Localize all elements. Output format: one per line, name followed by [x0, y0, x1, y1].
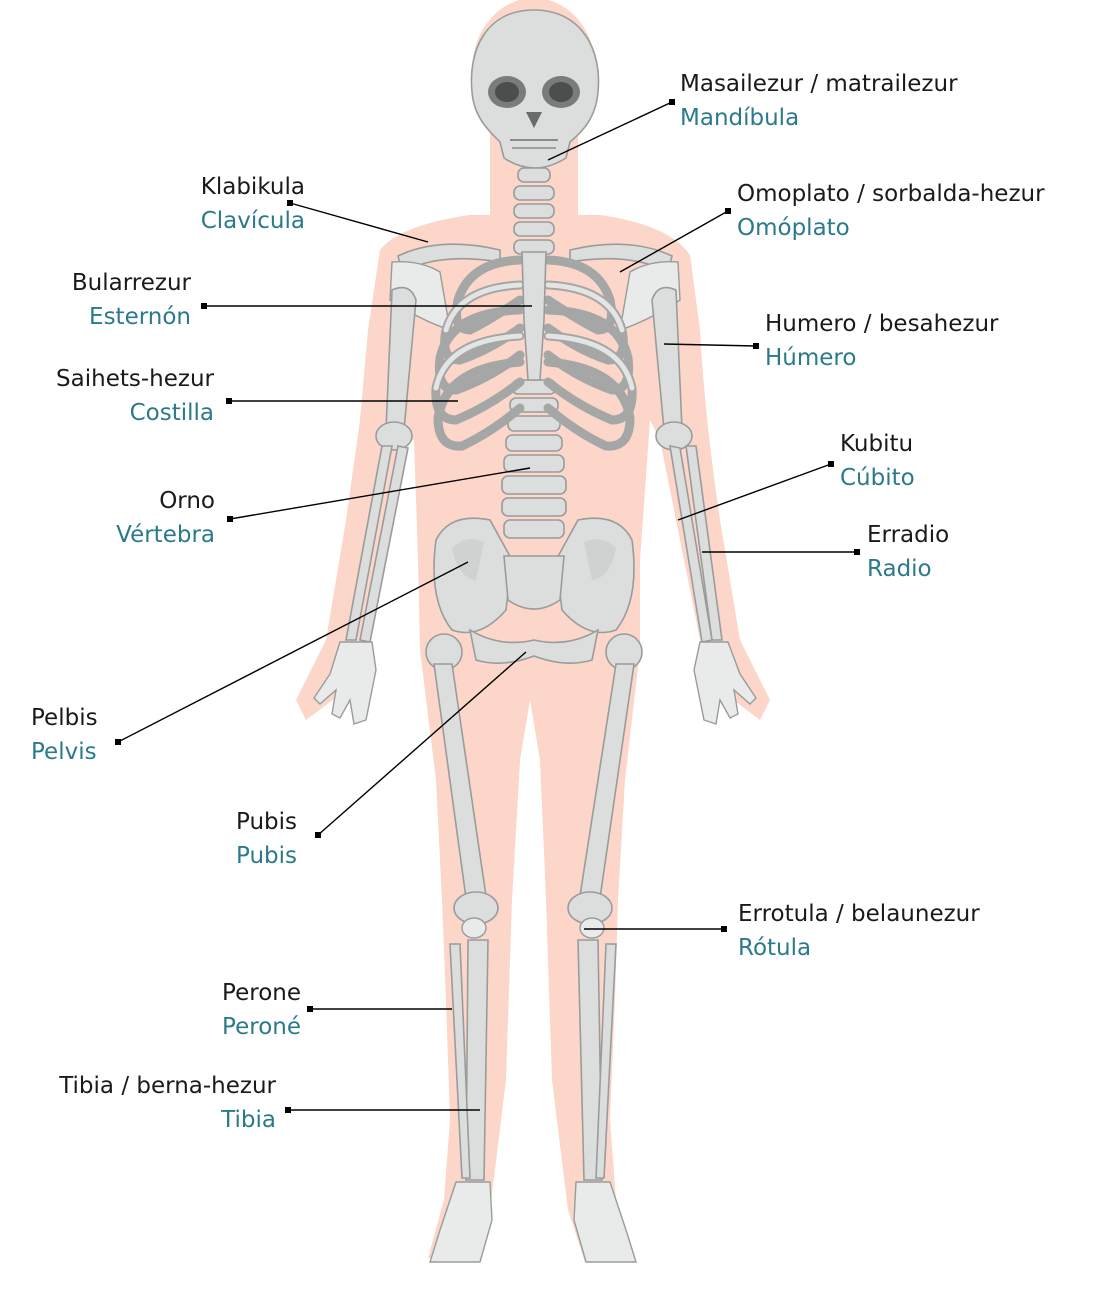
label-spanish: Vértebra — [116, 518, 215, 552]
label-spanish: Radio — [867, 552, 949, 586]
label-spanish: Pubis — [236, 839, 297, 873]
label-vertebra: Orno Vértebra — [116, 484, 215, 552]
label-basque: Errotula / belaunezur — [738, 897, 980, 931]
label-spanish: Tibia — [59, 1103, 276, 1137]
label-basque: Kubitu — [840, 427, 915, 461]
label-spanish: Esternón — [72, 300, 191, 334]
label-esternon: Bularrezur Esternón — [72, 266, 191, 334]
label-spanish: Clavícula — [201, 204, 305, 238]
label-basque: Orno — [116, 484, 215, 518]
label-tibia: Tibia / berna-hezur Tibia — [59, 1069, 276, 1137]
label-spanish: Cúbito — [840, 461, 915, 495]
label-cubito: Kubitu Cúbito — [840, 427, 915, 495]
label-spanish: Mandíbula — [680, 101, 958, 135]
label-basque: Humero / besahezur — [765, 307, 998, 341]
label-omoplato: Omoplato / sorbalda-hezur Omóplato — [737, 177, 1045, 245]
label-rotula: Errotula / belaunezur Rótula — [738, 897, 980, 965]
label-spanish: Húmero — [765, 341, 998, 375]
label-basque: Tibia / berna-hezur — [59, 1069, 276, 1103]
label-spanish: Rótula — [738, 931, 980, 965]
label-basque: Erradio — [867, 518, 949, 552]
label-basque: Omoplato / sorbalda-hezur — [737, 177, 1045, 211]
label-spanish: Costilla — [56, 396, 214, 430]
label-perone: Perone Peroné — [222, 976, 301, 1044]
label-spanish: Omóplato — [737, 211, 1045, 245]
label-spanish: Pelvis — [31, 735, 98, 769]
label-basque: Pelbis — [31, 701, 98, 735]
label-mandibula: Masailezur / matrailezur Mandíbula — [680, 67, 958, 135]
label-radio: Erradio Radio — [867, 518, 949, 586]
label-basque: Masailezur / matrailezur — [680, 67, 958, 101]
label-humero: Humero / besahezur Húmero — [765, 307, 998, 375]
label-costilla: Saihets-hezur Costilla — [56, 362, 214, 430]
label-clavicula: Klabikula Clavícula — [201, 170, 305, 238]
label-basque: Saihets-hezur — [56, 362, 214, 396]
label-basque: Pubis — [236, 805, 297, 839]
label-pelvis: Pelbis Pelvis — [31, 701, 98, 769]
label-pubis: Pubis Pubis — [236, 805, 297, 873]
label-basque: Bularrezur — [72, 266, 191, 300]
label-spanish: Peroné — [222, 1010, 301, 1044]
label-basque: Perone — [222, 976, 301, 1010]
label-basque: Klabikula — [201, 170, 305, 204]
